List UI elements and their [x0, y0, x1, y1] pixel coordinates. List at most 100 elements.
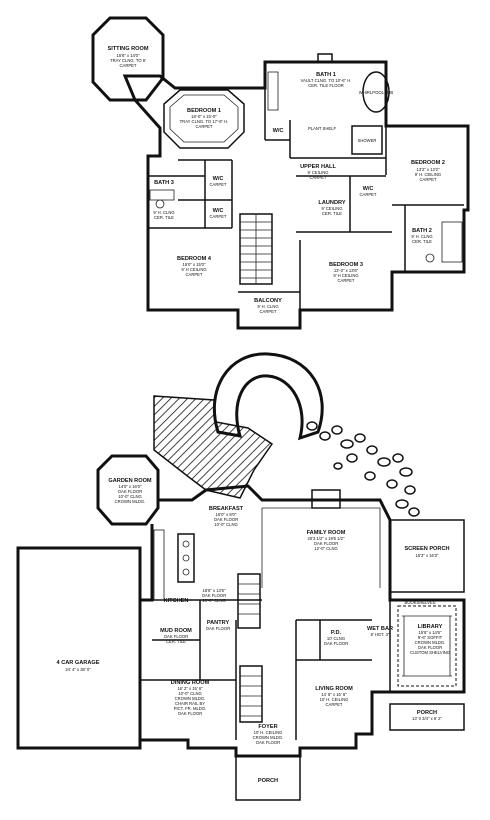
upper-floor [91, 16, 470, 330]
side-porch-outline [389, 703, 465, 731]
svg-text:9' H. CLNG: 9' H. CLNG [257, 304, 278, 309]
svg-text:CROWN MLDG.: CROWN MLDG. [115, 499, 146, 504]
plant-shelf-label: PLANT SHELF [308, 126, 337, 131]
bath3-label: BATH 3 [154, 180, 174, 186]
upper-hall-label: UPPER HALL [300, 164, 336, 170]
library-label: LIBRARY [418, 624, 443, 630]
svg-text:CER. TILE FLOOR: CER. TILE FLOOR [308, 83, 344, 88]
svg-text:10' H. CEILING: 10' H. CEILING [320, 697, 349, 702]
shower-label: SHOWER [358, 138, 377, 143]
wet-bar-label: WET BAR [367, 626, 393, 632]
garage-outline [16, 546, 142, 750]
svg-text:18'-0" x 15'-0": 18'-0" x 15'-0" [191, 114, 217, 119]
living-room-label: LIVING ROOM [315, 686, 353, 692]
upper-labels: SITTING ROOM 15'6" x 14'0" TRAY CLNG. TO… [107, 46, 444, 314]
svg-text:CARPET: CARPET [326, 702, 343, 707]
porch-label: PORCH [258, 778, 278, 784]
svg-text:CHAIR RAIL BY: CHAIR RAIL BY [175, 701, 205, 706]
svg-text:CARPET: CARPET [420, 177, 437, 182]
upper-staircase [239, 213, 273, 285]
foyer-label: FOYER [258, 724, 277, 730]
stepping-stones [306, 421, 420, 517]
bedroom4-label: BEDROOM 4 [177, 256, 212, 262]
bedroom1-tray-inner [169, 94, 239, 143]
svg-text:15'6" x 14'0": 15'6" x 14'0" [117, 53, 140, 58]
svg-text:CARPET: CARPET [186, 272, 203, 277]
svg-text:15'3" x 16'3": 15'3" x 16'3" [416, 553, 439, 558]
svg-text:CARPET: CARPET [196, 124, 213, 129]
svg-text:CROWN MLDG.: CROWN MLDG. [253, 735, 284, 740]
svg-text:9' CEILING: 9' CEILING [321, 206, 342, 211]
svg-text:CROWN MLDG.: CROWN MLDG. [175, 696, 206, 701]
svg-text:CER. TILE: CER. TILE [154, 215, 174, 220]
shower-stall [351, 125, 383, 155]
upper-interior-walls [148, 88, 464, 310]
svg-text:VAULT CLNG. TO 10'-6" H.: VAULT CLNG. TO 10'-6" H. [301, 78, 352, 83]
svg-text:9' H CEILING: 9' H CEILING [333, 273, 358, 278]
bedroom3-label: BEDROOM 3 [329, 262, 363, 268]
svg-text:13'2" x 13'2": 13'2" x 13'2" [417, 167, 440, 172]
wic-d-label: W/C [273, 128, 284, 134]
svg-text:9'-6" SOFFIT: 9'-6" SOFFIT [418, 635, 443, 640]
svg-text:12'-0" CLNG: 12'-0" CLNG [314, 546, 337, 551]
svg-text:OAK FLOOR: OAK FLOOR [178, 711, 202, 716]
mud-room-label: MUD ROOM [160, 628, 192, 634]
kitchen-label: KITCHEN [164, 598, 189, 604]
sitting-room-label: SITTING ROOM [107, 46, 148, 52]
svg-text:CER. TILE: CER. TILE [412, 239, 432, 244]
svg-text:CARPET: CARPET [338, 278, 355, 283]
svg-text:20'3 1/2" x 19'6 1/2": 20'3 1/2" x 19'6 1/2" [308, 536, 345, 541]
sitting-room-octagon [91, 16, 165, 102]
bath1-vanity [267, 71, 279, 111]
svg-text:OAK FLOOR: OAK FLOOR [418, 645, 442, 650]
bath1-label: BATH 1 [316, 72, 336, 78]
rear-terrace-curve [212, 352, 324, 441]
main-labels: GARDEN ROOM 14'0" x 16'0" OAK FLOOR 10'-… [57, 478, 451, 784]
svg-text:TRAY CLNG. TO 17'-6" H.: TRAY CLNG. TO 17'-6" H. [180, 119, 229, 124]
svg-text:TRAY CLNG. TO 9': TRAY CLNG. TO 9' [110, 58, 146, 63]
toilet-bath2 [425, 253, 435, 263]
kitchen-island [177, 533, 195, 583]
side-porch-label: PORCH [417, 710, 437, 716]
breakfast-label: BREAKFAST [209, 506, 244, 512]
main-interior-walls [140, 599, 372, 740]
bedroom1-tray-ceiling [163, 89, 245, 149]
svg-text:CARPET: CARPET [210, 182, 227, 187]
svg-text:OAK FLOOR: OAK FLOOR [202, 593, 226, 598]
svg-text:OAK FLOOR: OAK FLOOR [206, 626, 230, 631]
svg-text:CER. TILE: CER. TILE [322, 211, 342, 216]
laundry-label: LAUNDRY [318, 200, 345, 206]
garden-room-label: GARDEN ROOM [108, 478, 152, 484]
svg-text:OAK FLOOR: OAK FLOOR [324, 641, 348, 646]
svg-text:10'-0" CLNG: 10'-0" CLNG [178, 691, 201, 696]
svg-text:10'-0" CLNG: 10'-0" CLNG [118, 494, 141, 499]
svg-text:9' H. CLNG: 9' H. CLNG [411, 234, 432, 239]
whirlpool-label: WHIRLPOOL TUB [359, 90, 394, 95]
main-floor [16, 352, 466, 801]
library-outline [389, 599, 465, 693]
bath2-vanity [441, 221, 463, 263]
main-outer-wall [138, 484, 466, 758]
svg-text:OAK FLOOR: OAK FLOOR [164, 634, 188, 639]
svg-text:PICT. FR. MLDG.: PICT. FR. MLDG. [174, 706, 207, 711]
svg-text:OAK FLOOR: OAK FLOOR [314, 541, 338, 546]
toilet-bath3 [155, 199, 165, 209]
svg-text:9' H CEILING: 9' H CEILING [181, 267, 206, 272]
svg-text:15'0" x 15'0": 15'0" x 15'0" [183, 262, 206, 267]
svg-text:10'-0" CLNG: 10'-0" CLNG [202, 598, 225, 603]
front-porch-outline [235, 755, 301, 801]
svg-text:CARPET: CARPET [360, 192, 377, 197]
svg-text:10'-0" CLNG: 10'-0" CLNG [214, 522, 237, 527]
svg-text:CROWN MLDG.: CROWN MLDG. [415, 640, 446, 645]
svg-text:10' CLNG: 10' CLNG [327, 636, 345, 641]
library-shelving [402, 615, 452, 677]
svg-text:15'6" x 14'6": 15'6" x 14'6" [419, 630, 442, 635]
library-bookshelf-dashed [397, 605, 457, 687]
svg-text:OAK FLOOR: OAK FLOOR [118, 489, 142, 494]
svg-text:CARPET: CARPET [310, 175, 327, 180]
family-room-label: FAMILY ROOM [307, 530, 346, 536]
screen-porch-label: SCREEN PORCH [404, 546, 449, 552]
svg-text:9' H. CEILING: 9' H. CEILING [415, 172, 441, 177]
svg-text:14' 8" x 15' 6": 14' 8" x 15' 6" [321, 692, 347, 697]
